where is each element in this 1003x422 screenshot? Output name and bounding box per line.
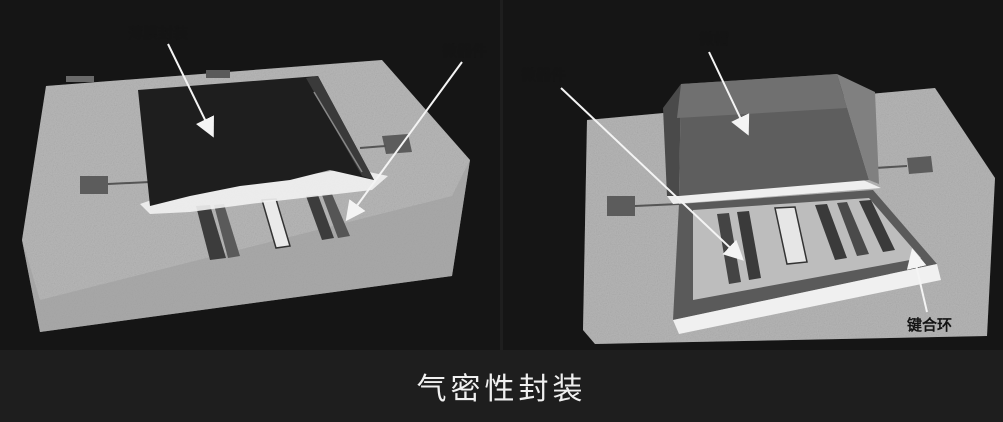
device-strip xyxy=(774,206,808,265)
thin-film-package-panel: 薄膜封装 微器件 xyxy=(0,0,500,350)
device-strip xyxy=(837,202,869,256)
pointer-micro-cap xyxy=(708,51,750,136)
micro-cap-package-panel: 微帽 微器件 键合环 xyxy=(503,0,1003,350)
pointer-thin-film xyxy=(167,43,214,138)
label-thin-film: 薄膜封装 xyxy=(128,24,189,42)
pointer-micro-device-left xyxy=(345,61,463,222)
device-strip xyxy=(322,194,350,238)
thin-film xyxy=(138,76,374,206)
figure-caption: 气密性封装 xyxy=(416,372,587,407)
thin-film-package-figure: 薄膜封装 微器件 xyxy=(0,0,500,350)
micro-cap-package-figure: 微帽 微器件 键合环 xyxy=(503,0,1003,350)
device-strip xyxy=(196,205,226,260)
label-micro-cap: 微帽 xyxy=(698,30,729,48)
label-micro-device-left: 微器件 xyxy=(441,42,487,60)
device-strip xyxy=(859,200,895,252)
bond-pad-right xyxy=(907,156,933,174)
pointer-bonding-ring xyxy=(906,248,928,313)
device-strip xyxy=(306,195,334,240)
bond-pad-left xyxy=(607,196,635,216)
device-strip xyxy=(815,204,847,260)
micro-cap-side xyxy=(663,84,681,196)
device-strip xyxy=(737,211,761,280)
label-bonding-ring: 键合环 xyxy=(906,316,952,334)
bond-pad-left xyxy=(80,176,108,194)
label-micro-device-right: 微器件 xyxy=(520,66,566,84)
pointer-micro-device-right xyxy=(560,87,744,261)
device-strip xyxy=(214,204,240,258)
